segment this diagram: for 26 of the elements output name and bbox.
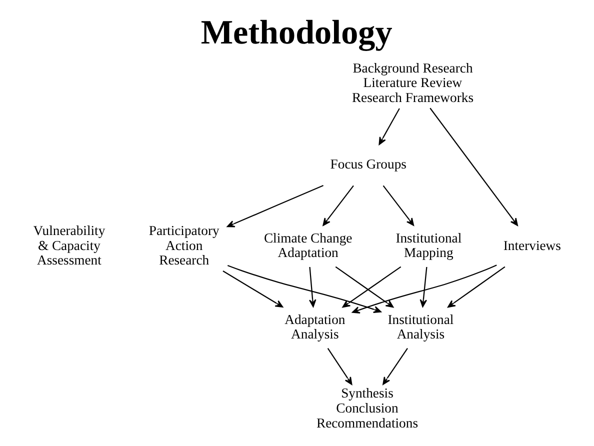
arrow xyxy=(227,264,382,314)
arrow xyxy=(420,266,428,308)
node-text: Adaptation Analysis xyxy=(284,312,346,342)
arrow xyxy=(448,266,506,308)
arrow xyxy=(327,348,352,385)
arrow xyxy=(222,270,284,308)
arrow xyxy=(378,108,400,145)
diagram-title: Methodology xyxy=(200,14,392,52)
arrow xyxy=(352,264,497,314)
node-text: Participatory Action Research xyxy=(148,223,220,268)
arrow xyxy=(309,266,316,308)
node-text: Focus Groups xyxy=(330,156,406,172)
node-text: Institutional Mapping xyxy=(396,230,462,260)
label: Vulnerability & Capacity Assessment xyxy=(33,223,106,268)
arrow xyxy=(335,266,394,308)
node-text: Institutional Analysis xyxy=(388,312,454,342)
node-text: Climate Change Adaptation xyxy=(264,230,352,260)
arrow xyxy=(382,185,414,226)
arrow xyxy=(226,184,324,228)
node-text: Synthesis Conclusion Recommendations xyxy=(316,386,418,430)
arrow xyxy=(322,185,354,226)
arrow xyxy=(430,108,518,226)
arrow xyxy=(382,348,408,385)
arrow xyxy=(342,266,402,308)
node-text: Background Research Literature Review Research Frameworks xyxy=(352,60,474,105)
node-text: Interviews xyxy=(503,238,561,253)
